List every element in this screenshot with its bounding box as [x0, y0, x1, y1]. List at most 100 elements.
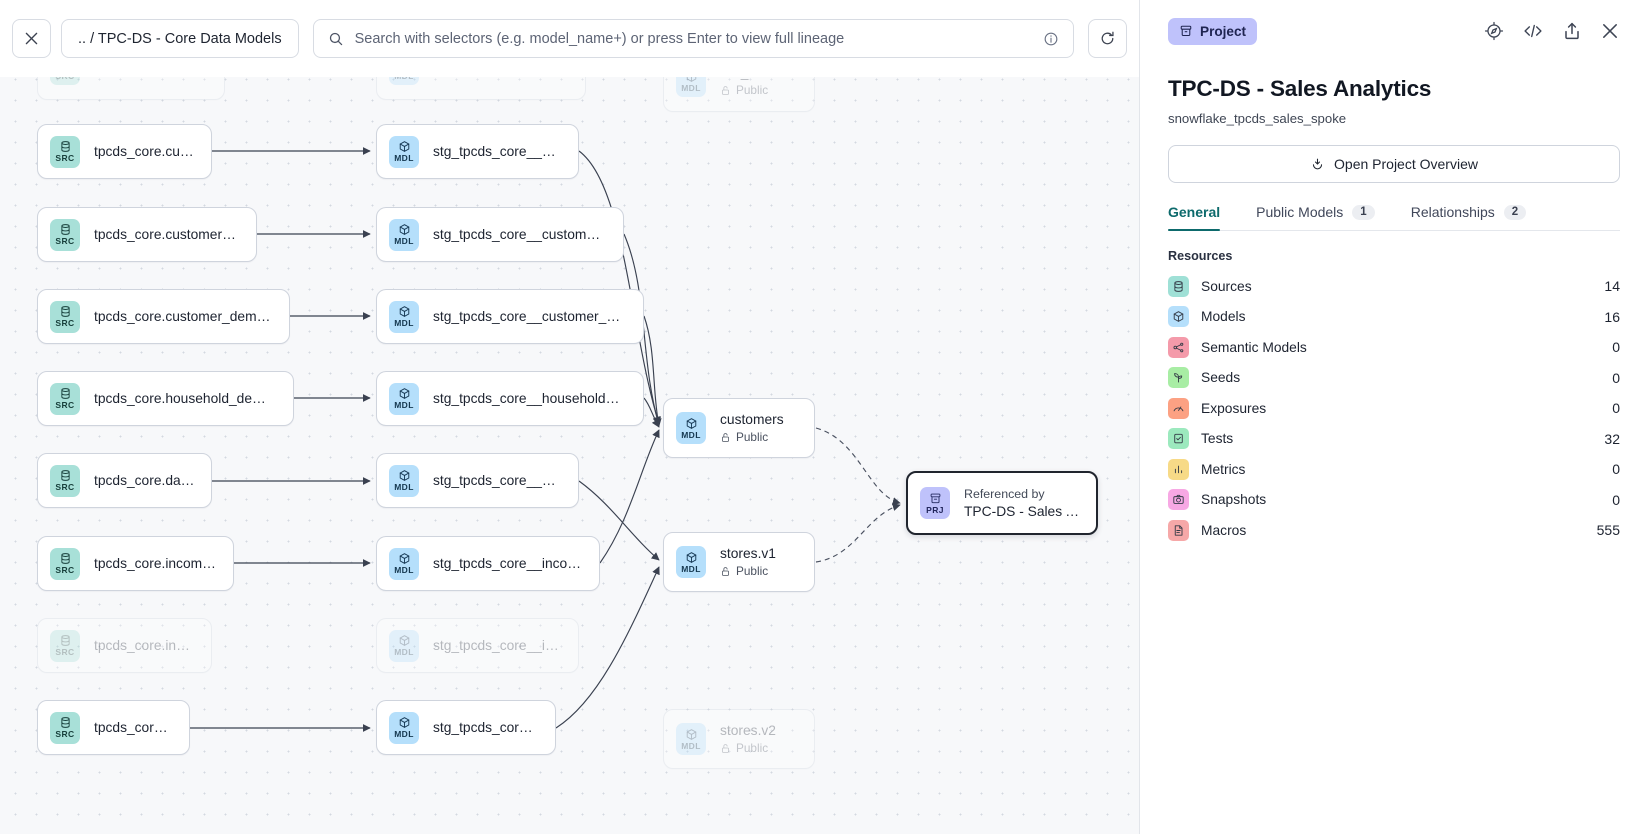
- node-label: stg_tpcds_core__customer: [433, 144, 562, 159]
- database-icon: [59, 305, 72, 318]
- resource-label: Metrics: [1201, 461, 1246, 477]
- compass-explore-icon: [1484, 21, 1504, 41]
- database-icon: [59, 469, 72, 482]
- info-icon[interactable]: [1043, 31, 1059, 47]
- node-label: tpcds_core.household_demographics: [94, 391, 277, 406]
- node-type-badge-mdl: MDL: [389, 711, 419, 744]
- view-code-button[interactable]: [1522, 21, 1544, 41]
- clipboard-check-icon: [1168, 428, 1189, 450]
- search-input[interactable]: [354, 30, 1032, 47]
- node-type-label: MDL: [681, 740, 701, 751]
- node-label: stg_tpcds_core__income_band: [433, 556, 583, 571]
- close-panel-button[interactable]: [1600, 21, 1620, 41]
- node-type-badge-src: SRC: [50, 711, 80, 744]
- node-type-badge-src: SRC: [50, 547, 80, 580]
- cube-icon: [686, 551, 696, 563]
- lineage-node-mdl_customer[interactable]: MDL stg_tpcds_core__customer: [376, 124, 579, 179]
- open-project-overview-label: Open Project Overview: [1334, 156, 1478, 172]
- node-label: stg_tpcds_core__customer_demogra…: [433, 309, 627, 324]
- cube-icon: [399, 141, 409, 153]
- node-type-badge-src: SRC: [50, 629, 80, 662]
- cube-icon: [398, 634, 411, 647]
- cube-icon: [399, 306, 409, 318]
- search-bar[interactable]: [312, 19, 1074, 58]
- resource-count: 0: [1612, 491, 1620, 508]
- tab-general[interactable]: General: [1168, 204, 1221, 231]
- refresh-button[interactable]: [1088, 19, 1127, 58]
- resource-count: 0: [1612, 339, 1620, 356]
- clipboard-check-icon: [1174, 434, 1183, 444]
- node-visibility: Public: [720, 741, 776, 755]
- close-lineage-button[interactable]: [12, 19, 51, 58]
- cube-icon: [398, 387, 411, 400]
- cube-icon: [1173, 311, 1184, 323]
- tab-label: Public Models: [1256, 204, 1344, 220]
- database-icon: [59, 223, 72, 236]
- project-icon: [929, 492, 942, 505]
- database-icon: [59, 716, 72, 729]
- node-text: tpcds_core.inventory: [94, 638, 195, 653]
- share-button[interactable]: [1562, 21, 1582, 41]
- lineage-node-mdl_cust_demo[interactable]: MDL stg_tpcds_core__customer_demogra…: [376, 289, 644, 344]
- lock-open-icon: [722, 566, 729, 576]
- breadcrumb[interactable]: .. / TPC-DS - Core Data Models: [61, 19, 299, 58]
- node-visibility-label: Public: [736, 741, 769, 755]
- node-label: stores.v2: [720, 723, 776, 738]
- cube-icon: [1168, 306, 1189, 328]
- lineage-canvas[interactable]: SRCtpcds_core.call_centerSRCtpcds_core.c…: [0, 0, 1139, 834]
- seedling-icon: [1168, 367, 1189, 389]
- node-text: stg_tpcds_core__household_demogr…: [433, 391, 627, 406]
- lineage-node-mdl_hh_demo[interactable]: MDLstg_tpcds_core__household_demogr…: [376, 371, 644, 426]
- node-label: stg_tpcds_core__store: [433, 720, 539, 735]
- open-project-overview-button[interactable]: Open Project Overview: [1168, 145, 1620, 183]
- node-type-badge-src: SRC: [50, 464, 80, 497]
- database-icon: [60, 141, 70, 153]
- gauge-icon: [1168, 397, 1189, 419]
- cube-icon: [398, 140, 411, 153]
- node-text: stg_tpcds_core__customer_address: [433, 227, 607, 242]
- project-type-chip[interactable]: Project: [1168, 17, 1258, 45]
- database-icon: [60, 388, 70, 400]
- explore-button[interactable]: [1484, 21, 1504, 41]
- lineage-node-mdl_store[interactable]: MDL stg_tpcds_core__store: [376, 700, 556, 755]
- resource-count: 14: [1604, 278, 1620, 295]
- resource-count: 32: [1604, 430, 1620, 447]
- node-text: stg_tpcds_core__customer: [433, 144, 562, 159]
- lineage-node-src_inventory[interactable]: SRC tpcds_core.inventory: [37, 618, 212, 673]
- lock-open-icon: [722, 743, 729, 753]
- node-type-badge-src: SRC: [50, 300, 80, 333]
- resource-count: 0: [1612, 369, 1620, 386]
- node-label: stg_tpcds_core__inventory: [433, 638, 562, 653]
- tab-label: Relationships: [1410, 204, 1495, 220]
- node-type-label: SRC: [55, 482, 75, 493]
- node-type-badge-mdl: MDL: [389, 135, 419, 168]
- node-type-label: MDL: [394, 318, 414, 329]
